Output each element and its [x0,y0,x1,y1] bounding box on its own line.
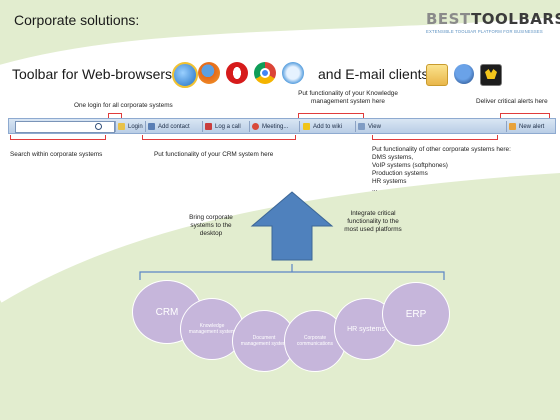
document-icon [358,123,365,130]
circle-document-label: Document management system [240,335,288,347]
outlook-icon [426,64,448,86]
view-button[interactable]: View [358,121,381,132]
toolbar-separator [506,121,507,132]
alert-icon [509,123,516,130]
other-system-item: HR systems [372,178,407,185]
toolbar-separator [299,121,300,132]
callout-search: Search within corporate systems [10,151,103,158]
email-heading: and E-mail clients: [318,66,433,82]
view-label: View [368,123,381,130]
bracket-knowledge [298,113,364,118]
add-contact-label: Add contact [158,123,190,130]
contact-icon [148,123,155,130]
firefox-icon [198,62,220,84]
callout-other-systems: Put functionality of other corporate sys… [372,146,552,194]
systems-bracket [139,264,445,280]
callout-alerts: Deliver critical alerts here [476,98,548,105]
circle-knowledge-label: Knowledge management system [188,323,236,335]
toolbar-separator [115,121,116,132]
phone-icon [205,123,212,130]
bracket-other [372,135,498,140]
meeting-button[interactable]: Meeting... [252,121,288,132]
other-system-item: ... [372,186,378,193]
corporate-toolbar: Login Add contact Log a call Meeting... … [8,118,556,134]
other-system-item: VoIP systems (softphones) [372,162,448,169]
toolbar-search-input[interactable] [15,121,115,133]
thunderbird-icon [454,64,474,84]
toolbar-separator [202,121,203,132]
add-to-wiki-label: Add to wiki [313,123,343,130]
circle-crm-label: CRM [155,306,179,318]
meeting-label: Meeting... [262,123,289,130]
circle-erp-label: ERP [405,308,427,320]
bracket-login [108,113,122,118]
opera-icon [226,62,248,84]
safari-icon [282,62,304,84]
besttoolbars-logo: BESTTOOLBARS EXTENSIBLE TOOLBAR PLATFORM… [426,10,560,34]
the-bat-icon [480,64,502,86]
clock-icon [252,123,259,130]
add-to-wiki-button[interactable]: Add to wiki [303,121,342,132]
login-label: Login [128,123,143,130]
search-icon[interactable] [95,121,102,132]
toolbar-separator [355,121,356,132]
toolbar-separator [249,121,250,132]
bracket-crm [142,135,296,140]
circle-communications-label: Corporate communications [296,335,334,347]
other-systems-title: Put functionality of other corporate sys… [372,146,511,153]
log-call-label: Log a call [215,123,241,130]
log-call-button[interactable]: Log a call [205,121,241,132]
callout-crm: Put functionality of your CRM system her… [154,151,274,158]
circle-hr-label: HR systems [347,325,385,333]
up-arrow [250,191,334,261]
circle-erp: ERP [382,282,450,346]
logo-part-best: BEST [426,10,472,28]
star-icon [303,123,310,130]
new-alert-button[interactable]: New alert [509,121,544,132]
new-alert-label: New alert [519,123,545,130]
callout-integrate: Integrate critical functionality to the … [344,210,402,233]
callout-bring-to-desktop: Bring corporate systems to the desktop [189,214,233,237]
browsers-heading: Toolbar for Web-browsers: [12,66,176,82]
toolbar-separator [145,121,146,132]
internet-explorer-icon [172,62,198,88]
key-icon [118,123,125,130]
slide-title: Corporate solutions: [14,12,140,28]
callout-login: One login for all corporate systems [74,102,173,109]
callout-knowledge: Put functionality of your Knowledge mana… [298,90,398,105]
login-button[interactable]: Login [118,121,143,132]
bracket-alerts [500,113,550,118]
logo-part-toolbars: TOOLBARS [471,10,560,28]
add-contact-button[interactable]: Add contact [148,121,190,132]
other-system-item: Production systems [372,170,428,177]
logo-tagline: EXTENSIBLE TOOLBAR PLATFORM FOR BUSINESS… [426,29,543,34]
chrome-icon [254,62,276,84]
bracket-search [10,135,106,140]
other-system-item: DMS systems, [372,154,414,161]
